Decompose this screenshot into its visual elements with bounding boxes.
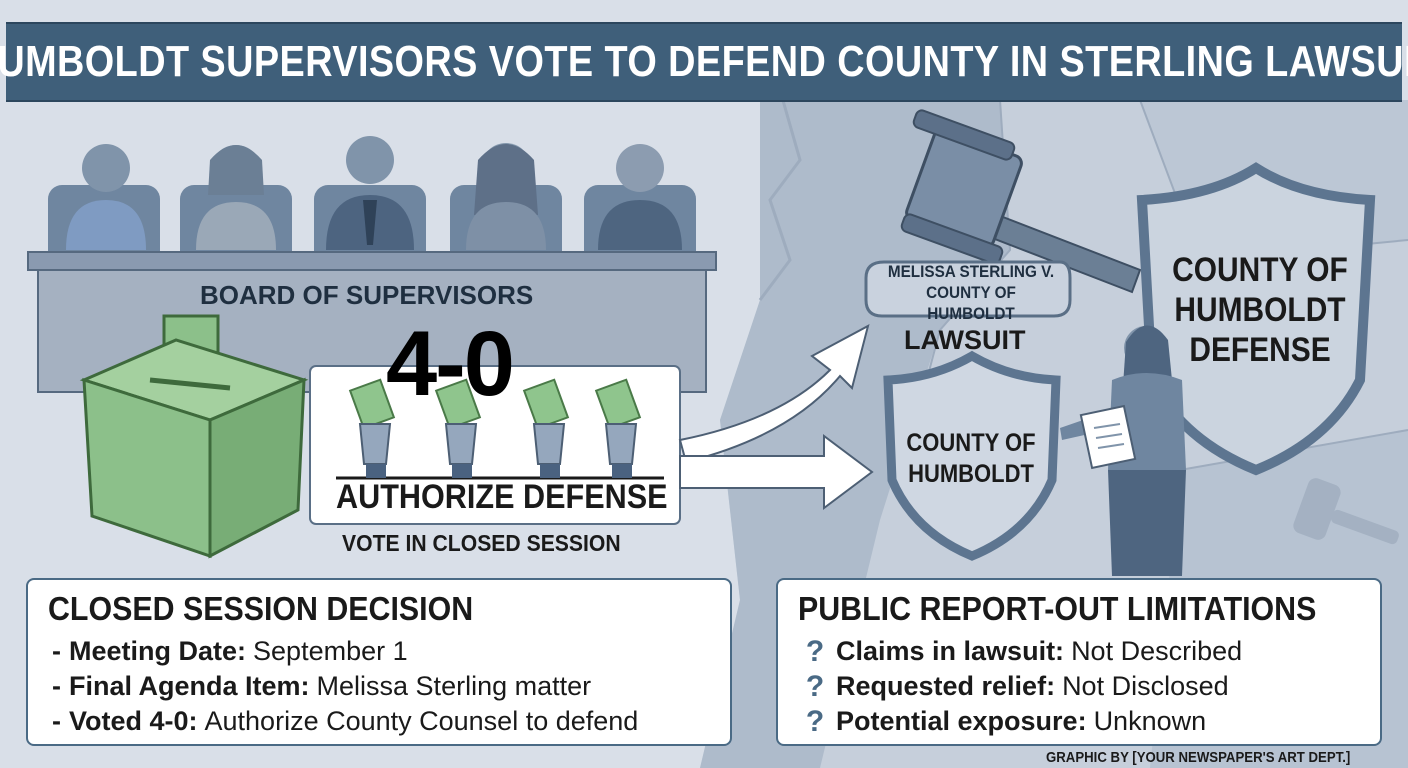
- large-shield-line1: COUNTY OF: [1172, 251, 1348, 289]
- small-shield-text: COUNTY OF HUMBOLDT: [905, 428, 1037, 490]
- lawsuit-name-line2: COUNTY OF HUMBOLDT: [926, 283, 1016, 323]
- question-mark-icon: ?: [805, 705, 825, 738]
- bullet-dash: -: [52, 671, 61, 701]
- large-shield-line2: HUMBOLDT: [1174, 291, 1346, 329]
- list-item: ? Requested relief: Not Disclosed: [802, 669, 1242, 704]
- list-item: - Final Agenda Item: Melissa Sterling ma…: [52, 669, 638, 704]
- closed-session-panel: CLOSED SESSION DECISION - Meeting Date: …: [26, 578, 732, 746]
- item-value: Not Disclosed: [1062, 671, 1229, 701]
- list-item: ? Potential exposure: Unknown: [802, 704, 1242, 739]
- lawsuit-name: MELISSA STERLING V. COUNTY OF HUMBOLDT: [882, 261, 1060, 324]
- arrow-to-shield-icon: [679, 434, 874, 510]
- raised-hands-icon: [348, 378, 642, 478]
- page-title: HUMBOLDT SUPERVISORS VOTE TO DEFEND COUN…: [0, 37, 1408, 86]
- lawsuit-nameplate: [864, 260, 1072, 318]
- large-shield-line3: DEFENSE: [1189, 331, 1331, 369]
- vote-count: 4-0: [386, 313, 515, 415]
- item-value: Melissa Sterling matter: [316, 671, 592, 701]
- item-label: Potential exposure:: [836, 706, 1087, 736]
- board-label: BOARD OF SUPERVISORS: [200, 280, 534, 310]
- item-label: Voted 4-0:: [69, 706, 198, 736]
- report-out-title: PUBLIC REPORT-OUT LIMITATIONS: [798, 590, 1317, 627]
- item-label: Meeting Date:: [69, 636, 247, 666]
- graphic-credit: GRAPHIC BY [YOUR NEWSPAPER'S ART DEPT.]: [1046, 749, 1351, 766]
- bullet-dash: -: [52, 636, 61, 666]
- title-bar: HUMBOLDT SUPERVISORS VOTE TO DEFEND COUN…: [0, 22, 1408, 102]
- small-shield-icon: [883, 350, 1061, 561]
- closed-session-label: VOTE IN CLOSED SESSION: [342, 530, 621, 556]
- ballot-box-icon: [79, 314, 309, 559]
- item-label: Claims in lawsuit:: [836, 636, 1065, 666]
- gavel-icon: [900, 109, 1142, 294]
- report-out-list: ? Claims in lawsuit: Not Described ? Req…: [802, 634, 1242, 739]
- item-value: Unknown: [1093, 706, 1207, 736]
- lawsuit-name-line1: MELISSA STERLING V.: [887, 262, 1055, 281]
- list-item: - Meeting Date: September 1: [52, 634, 638, 669]
- closed-session-list: - Meeting Date: September 1 - Final Agen…: [52, 634, 638, 739]
- arrow-to-lawsuit-icon: [678, 324, 870, 464]
- question-mark-icon: ?: [805, 670, 825, 703]
- list-item: - Voted 4-0: Authorize County Counsel to…: [52, 704, 638, 739]
- closed-session-title: CLOSED SESSION DECISION: [48, 590, 474, 627]
- small-shield-line2: HUMBOLDT: [908, 460, 1034, 488]
- authorize-defense-label: AUTHORIZE DEFENSE: [336, 478, 668, 516]
- supervisors-illustration: [48, 136, 696, 265]
- item-value: Not Described: [1071, 636, 1243, 666]
- report-out-panel: PUBLIC REPORT-OUT LIMITATIONS ? Claims i…: [776, 578, 1382, 746]
- attorney-figure-icon: [1060, 325, 1186, 576]
- item-value: Authorize County Counsel to defend: [204, 706, 639, 736]
- large-shield-text: COUNTY OF HUMBOLDT DEFENSE: [1172, 250, 1348, 370]
- background-gavel-icon: [1293, 478, 1399, 545]
- vote-panel: [309, 365, 681, 525]
- lawsuit-label: LAWSUIT: [904, 325, 1026, 355]
- question-mark-icon: ?: [805, 635, 825, 668]
- small-shield-line1: COUNTY OF: [906, 429, 1036, 457]
- item-label: Final Agenda Item:: [69, 671, 310, 701]
- bullet-dash: -: [52, 706, 61, 736]
- large-shield-icon: [1136, 162, 1376, 476]
- item-label: Requested relief:: [836, 671, 1056, 701]
- list-item: ? Claims in lawsuit: Not Described: [802, 634, 1242, 669]
- item-value: September 1: [253, 636, 408, 666]
